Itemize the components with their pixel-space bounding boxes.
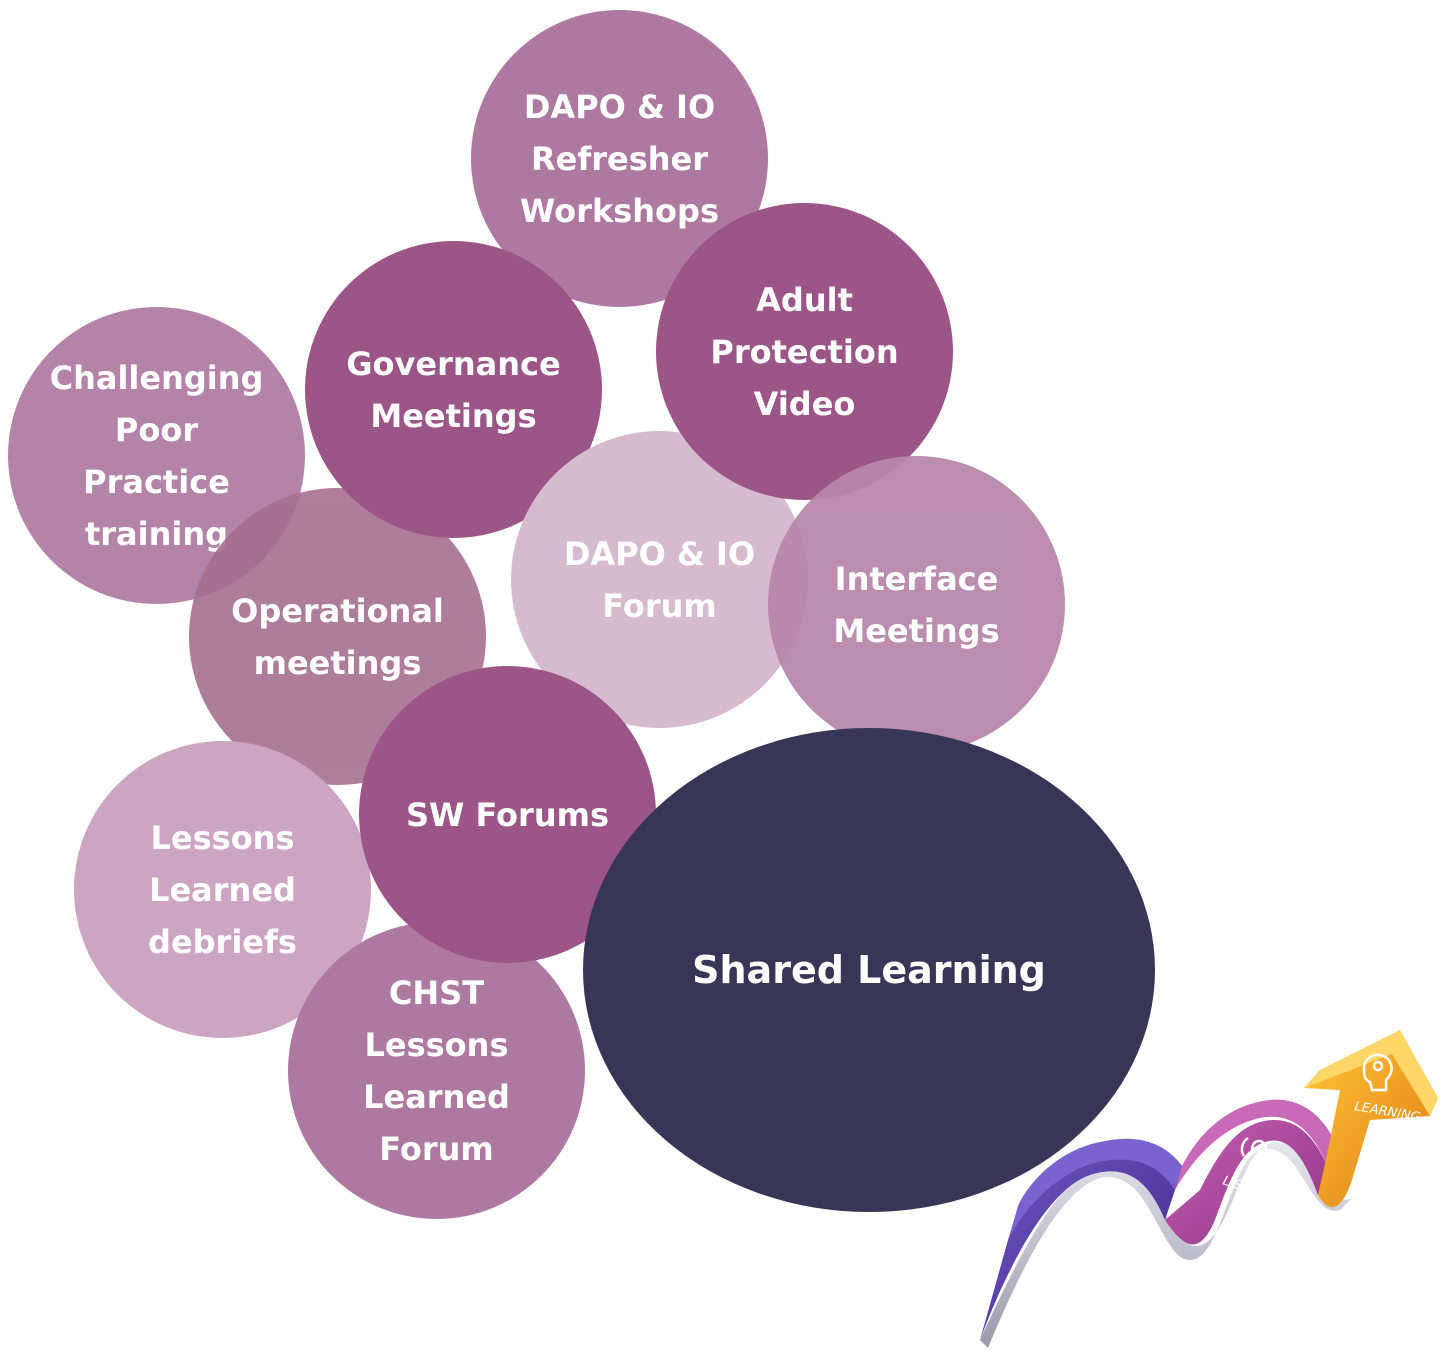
bubble-challenging-poor-practice: Challenging Poor Practice training (8, 307, 305, 604)
learning-head-icon (1362, 1053, 1393, 1092)
ribbon-leading-top (1008, 1138, 1185, 1240)
ribbon-edge (980, 1142, 1352, 1348)
bubble-label: Adult Protection Video (710, 280, 899, 423)
bubble-operational-meetings: Operational meetings (189, 488, 486, 785)
bubble-label: CHST Lessons Learned Forum (363, 973, 510, 1168)
bubble-adult-protection-video: Adult Protection Video (656, 203, 953, 500)
bubble-label: Lessons Learned debriefs (148, 818, 297, 961)
bubble-label: Challenging Poor Practice training (49, 358, 264, 553)
leading-listening-learning-ribbon: LEADING LISTENING LEARNING (980, 1030, 1438, 1348)
bubble-shared-learning-center: Shared Learning (583, 728, 1155, 1212)
people-icon (1074, 1190, 1114, 1217)
bubble-label: DAPO & IO Forum (563, 534, 756, 625)
ribbon-listening-top (1175, 1099, 1338, 1190)
listening-ear-icon (1240, 1136, 1268, 1169)
ribbon-label-leading: LEADING (1055, 1226, 1115, 1258)
bubble-label: SW Forums (406, 795, 609, 834)
bubble-label: Operational meetings (231, 591, 444, 682)
ribbon-leading-step (980, 1155, 1175, 1340)
center-label: Shared Learning (692, 948, 1046, 992)
ribbon-learning-arrow-top (1304, 1030, 1438, 1116)
bubble-interface-meetings: Interface Meetings (768, 456, 1065, 753)
bubble-chst-lessons-learned-forum: CHST Lessons Learned Forum (288, 922, 585, 1219)
ribbon-listening-step (1165, 1119, 1328, 1245)
bubble-label: DAPO & IO Refresher Workshops (520, 87, 719, 230)
bubble-label: Governance Meetings (346, 344, 561, 435)
bubble-dapo-io-refresher: DAPO & IO Refresher Workshops (471, 10, 768, 307)
bubble-label: Interface Meetings (833, 559, 1000, 650)
